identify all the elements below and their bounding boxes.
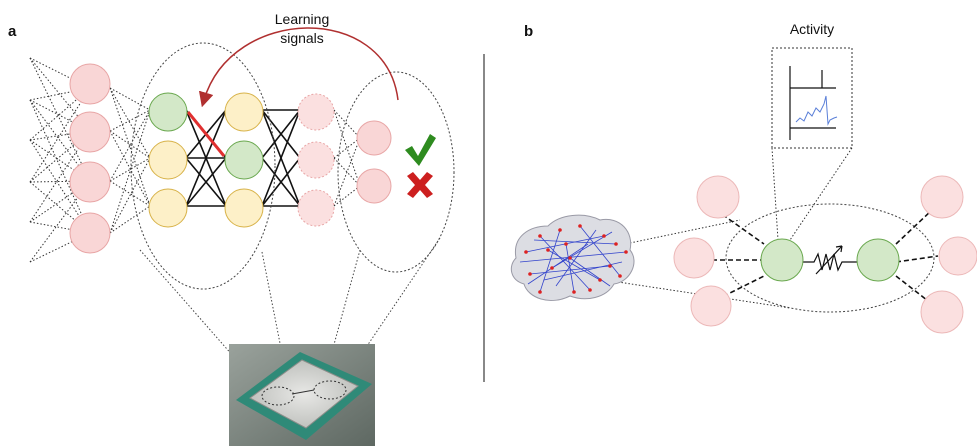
hidden-layers-ellipse <box>130 42 276 290</box>
node <box>69 63 111 105</box>
layer3-layer4-connections <box>261 109 301 207</box>
node <box>690 285 732 327</box>
brain-network-icon <box>510 214 635 301</box>
node <box>356 120 392 156</box>
node-active <box>148 92 188 132</box>
hidden-layer-2 <box>224 92 264 228</box>
neighbor-nodes <box>673 175 977 334</box>
activity-inset <box>771 47 853 149</box>
input-layer <box>69 63 111 254</box>
node <box>297 189 335 227</box>
node <box>356 168 392 204</box>
synapse-ellipse <box>725 203 935 313</box>
cross-mark-icon <box>407 172 433 198</box>
node <box>696 175 740 219</box>
panel-b-letter: b <box>524 23 533 40</box>
highlighted-weight <box>186 111 226 157</box>
postsynaptic-neuron <box>856 238 900 282</box>
output-ellipse <box>337 71 455 273</box>
panel-a-letter: a <box>8 23 17 40</box>
node <box>148 140 188 180</box>
node <box>148 188 188 228</box>
node <box>920 290 964 334</box>
output-layer <box>356 120 392 204</box>
node <box>69 212 111 254</box>
processor-chip-icon <box>229 344 375 446</box>
node-active <box>224 140 264 180</box>
node <box>673 237 715 279</box>
arrow-label-line2: signals <box>280 30 324 46</box>
variable-resistor-icon <box>802 245 858 275</box>
node <box>224 188 264 228</box>
arrow-label-line1: Learning <box>275 11 330 27</box>
panel-a: a <box>8 11 455 446</box>
hidden-layer-1 <box>148 92 188 228</box>
layer4-output-connections <box>333 109 361 207</box>
panel-b: b Activity <box>510 21 977 334</box>
node <box>224 92 264 132</box>
hidden-layer-3 <box>297 93 335 227</box>
check-mark-icon <box>405 134 436 166</box>
node <box>920 175 964 219</box>
node <box>938 236 977 276</box>
node <box>297 93 335 131</box>
presynaptic-neuron <box>760 238 804 282</box>
node <box>69 111 111 153</box>
node <box>69 161 111 203</box>
layer2-layer3-connections <box>185 109 227 207</box>
layer1-layer2-connections <box>109 87 151 234</box>
activity-trace <box>795 95 838 126</box>
activity-label: Activity <box>790 21 834 37</box>
node <box>297 141 335 179</box>
learning-signals-arrow <box>198 27 399 108</box>
